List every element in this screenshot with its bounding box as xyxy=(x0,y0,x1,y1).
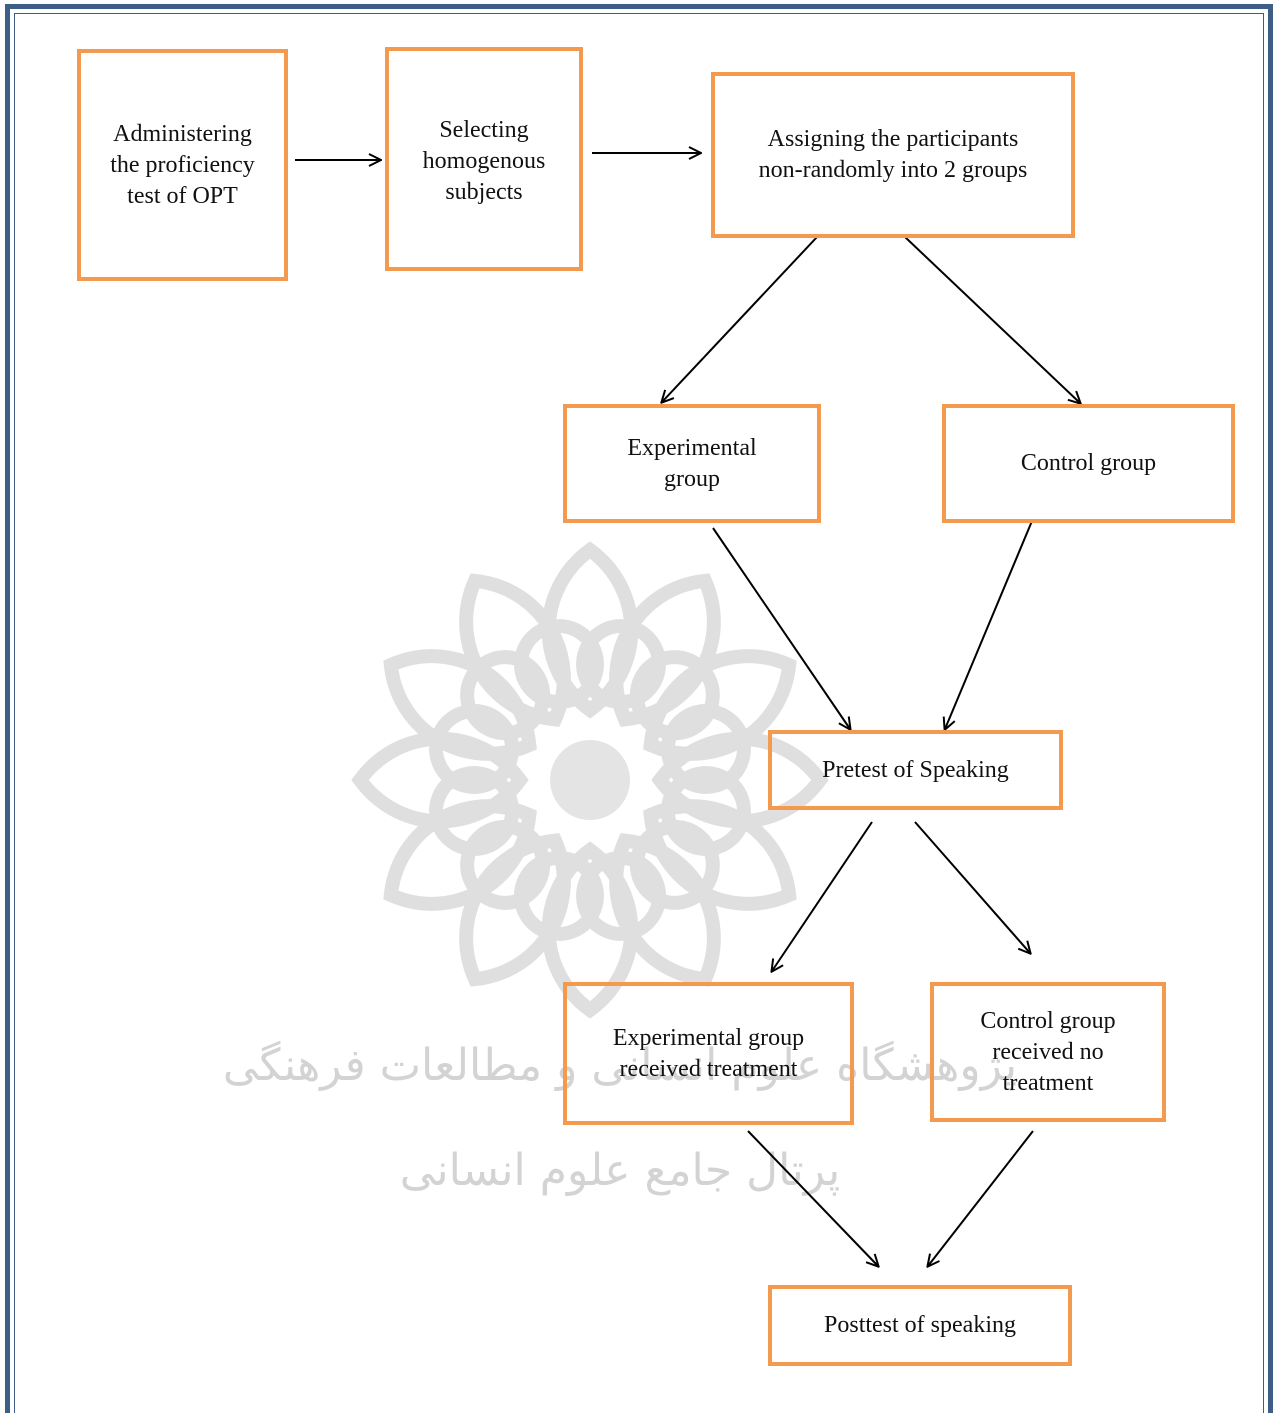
watermark-petal xyxy=(609,833,721,987)
watermark-petal xyxy=(609,573,721,727)
watermark-petal xyxy=(459,573,571,727)
node-experimental-treatment: Experimental group received treatment xyxy=(563,982,854,1125)
node-posttest-speaking: Posttest of speaking xyxy=(768,1285,1072,1366)
watermark-text-line1: پژوهشگاه علوم انسانی و مطالعات فرهنگی xyxy=(223,1040,1017,1091)
node-assign-groups: Assigning the participants non-randomly … xyxy=(711,72,1075,238)
watermark-ring xyxy=(513,619,604,710)
page-frame xyxy=(5,4,1273,1413)
watermark-petal xyxy=(459,833,571,987)
node-administer-opt: Administering the proficiency test of OP… xyxy=(77,49,288,281)
node-select-homogenous-label: Selecting homogenous subjects xyxy=(422,117,546,205)
watermark-petal xyxy=(651,731,829,829)
watermark-petal xyxy=(643,649,797,761)
arrow-experimental-to-pretest xyxy=(712,527,850,729)
node-control-no-treatment: Control group received no treatment xyxy=(930,982,1166,1122)
arrow-pretest-to-ctrl-no-treatment xyxy=(914,821,1030,953)
page-frame-inner xyxy=(14,13,1264,1413)
watermark-petal xyxy=(541,841,639,1019)
arrow-ctrl-no-treatment-to-posttest xyxy=(928,1130,1034,1266)
node-assign-groups-label: Assigning the participants non-randomly … xyxy=(758,126,1028,183)
node-administer-opt-label: Administering the proficiency test of OP… xyxy=(110,120,255,209)
node-pretest-speaking: Pretest of Speaking xyxy=(768,730,1063,810)
watermark-petal xyxy=(351,731,529,829)
watermark-petal xyxy=(383,799,537,911)
watermark-petal xyxy=(643,799,797,911)
node-experimental-group-label: Experimental group xyxy=(627,434,757,492)
node-experimental-treatment-label: Experimental group received treatment xyxy=(612,1024,805,1082)
arrow-assign-to-control xyxy=(904,236,1080,403)
watermark-petal xyxy=(383,649,537,761)
node-control-group: Control group xyxy=(942,404,1235,523)
node-control-no-treatment-label: Control group received no treatment xyxy=(980,1007,1116,1096)
arrow-assign-to-experimental xyxy=(662,236,818,402)
node-experimental-group: Experimental group xyxy=(563,404,821,523)
arrow-pretest-to-exp-treatment xyxy=(772,821,873,971)
node-control-group-label: Control group xyxy=(1020,450,1157,476)
node-posttest-speaking-label: Posttest of speaking xyxy=(824,1312,1016,1338)
arrow-control-to-pretest xyxy=(945,520,1033,729)
watermark-text-line2: پرتال جامع علوم انسانی xyxy=(400,1145,841,1196)
watermark-petal xyxy=(541,541,639,719)
node-select-homogenous: Selecting homogenous subjects xyxy=(385,47,583,271)
node-pretest-speaking-label: Pretest of Speaking xyxy=(822,756,1009,783)
arrow-exp-treatment-to-posttest xyxy=(747,1130,878,1266)
